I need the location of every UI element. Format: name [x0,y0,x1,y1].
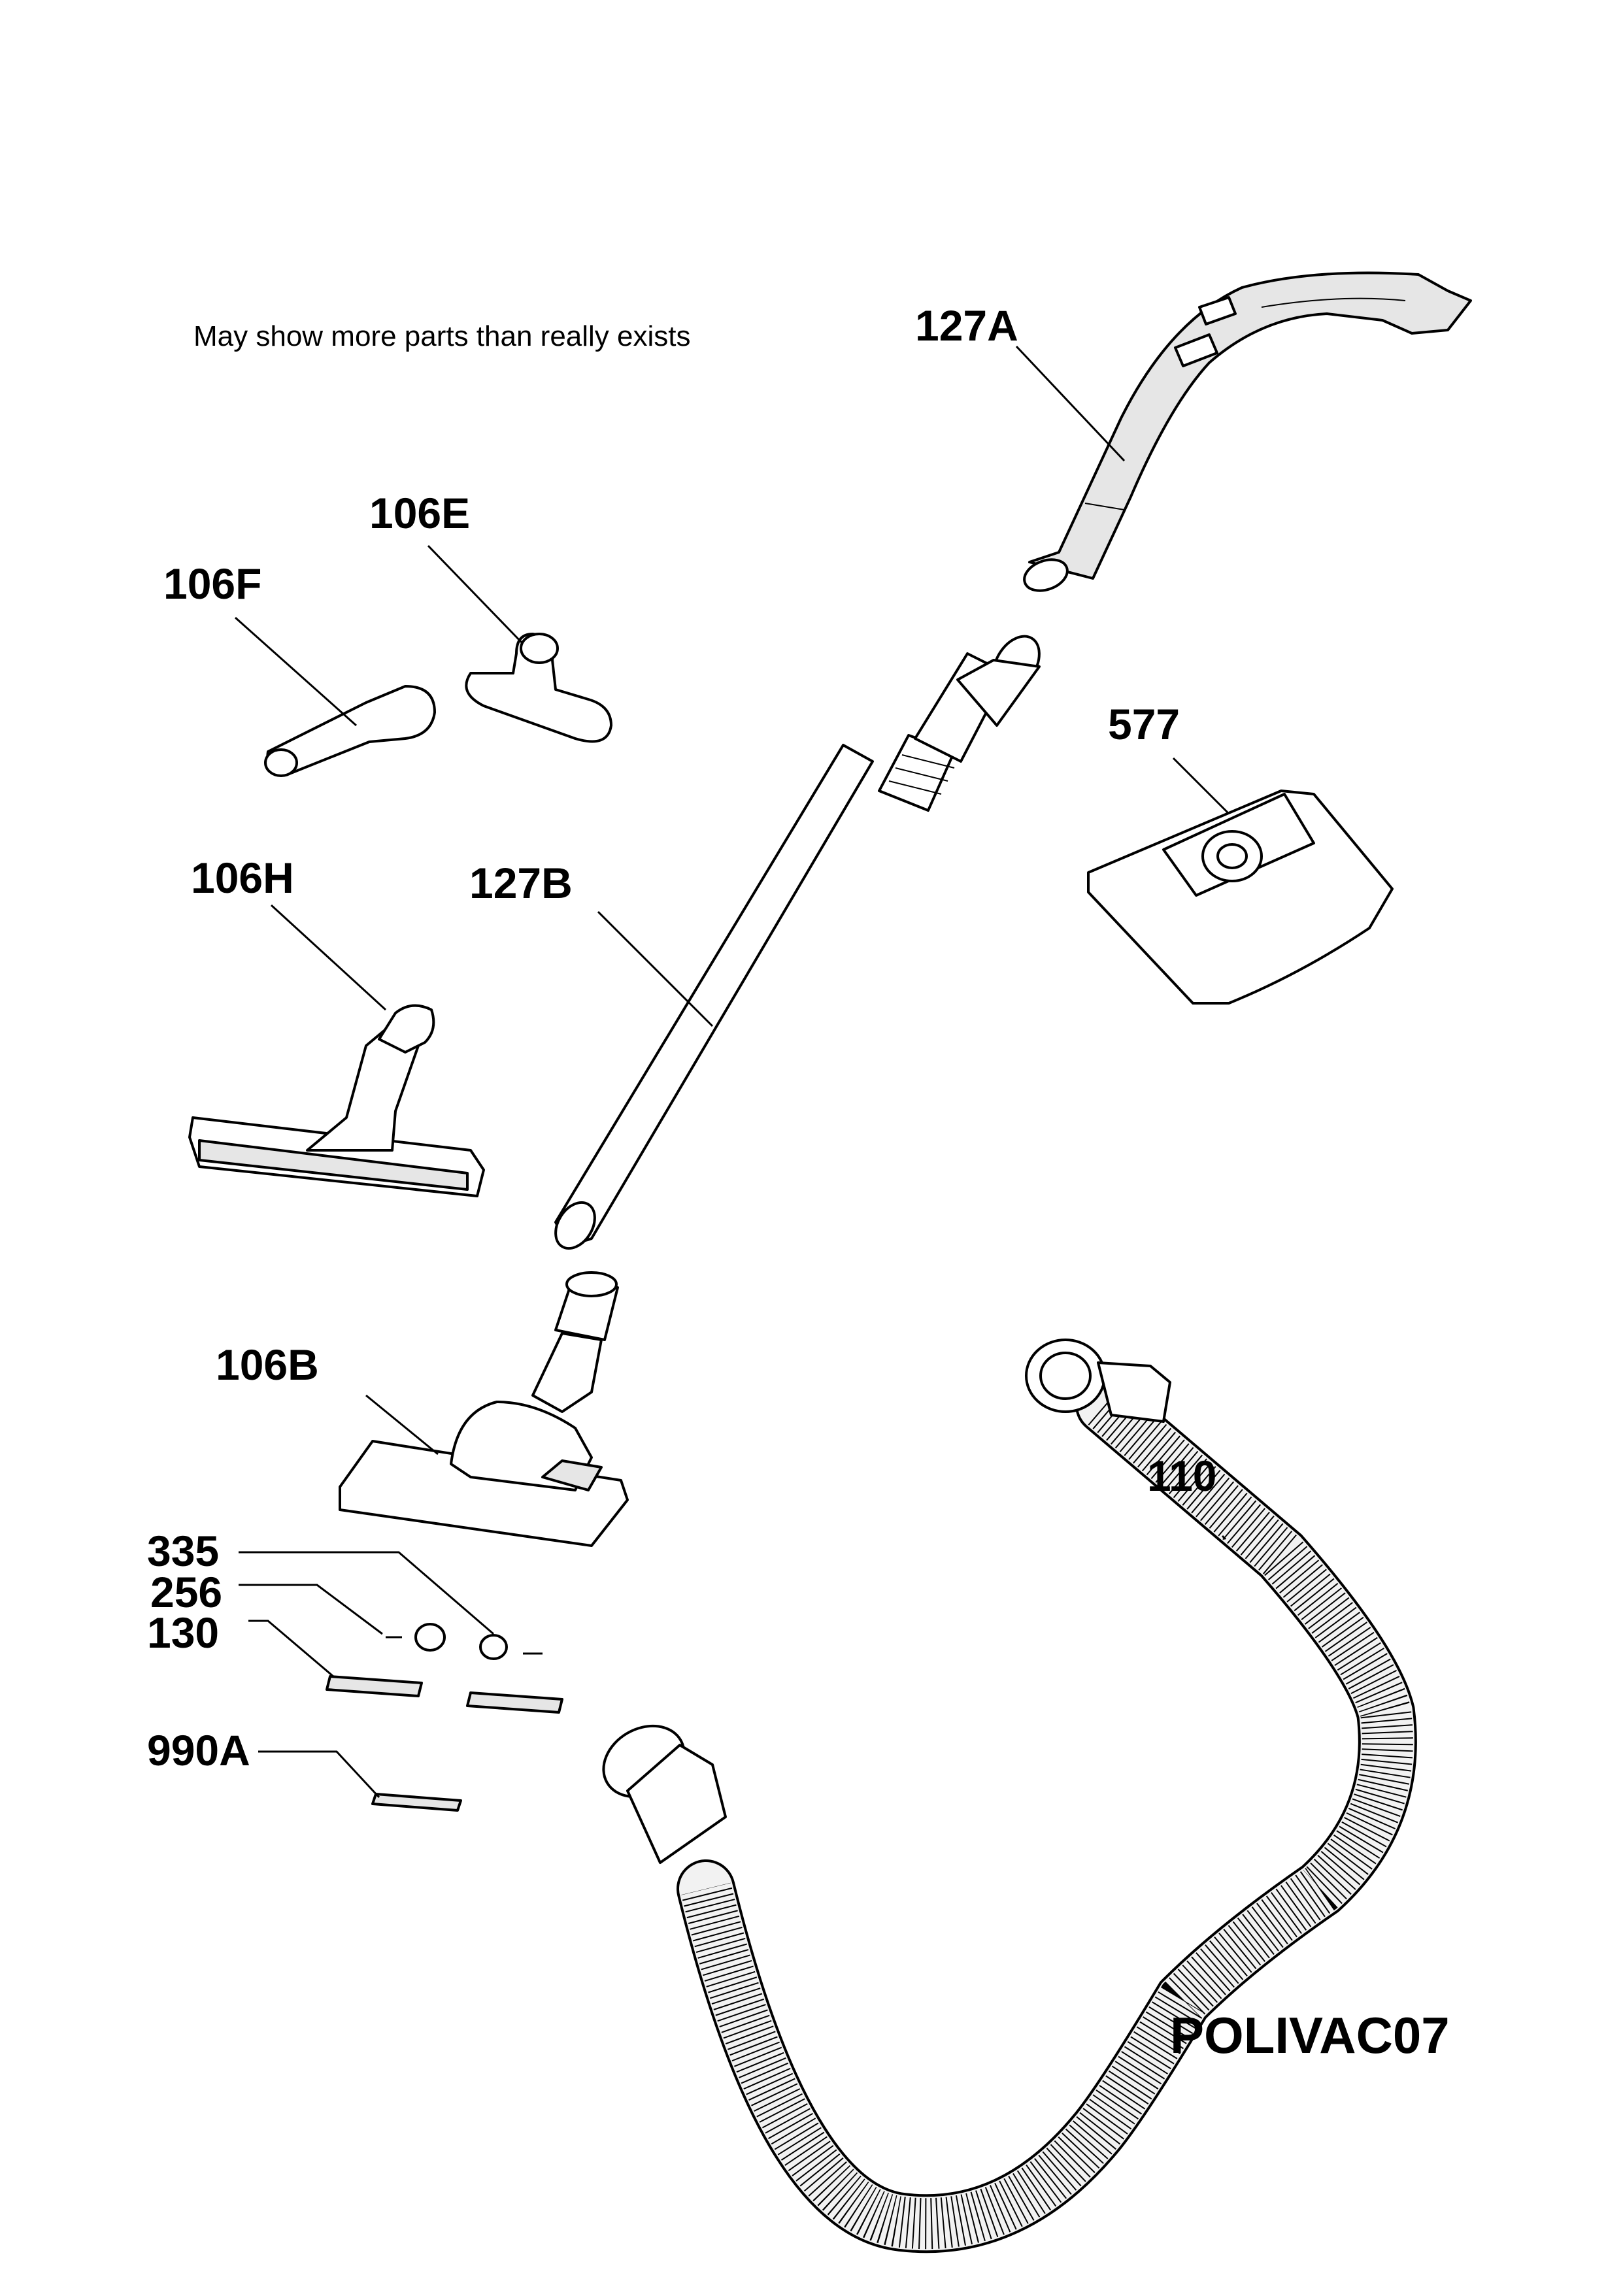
label-990A: 990A [147,1726,250,1774]
label-127A: 127A [915,301,1018,350]
telescopic-tube-drawing [554,635,1041,1250]
diagram-code: POLIVAC07 [1170,2006,1450,2064]
upholstery-nozzle-drawing [465,633,612,743]
leader-335 [239,1551,494,1635]
label-106F: 106F [163,559,262,608]
leader-106E [427,544,524,645]
part-256-drawing [414,1623,446,1652]
label-110: 110 [1147,1452,1217,1500]
label-106E: 106E [369,489,471,537]
label-106B: 106B [216,1340,319,1389]
label-335: 335 [147,1527,220,1575]
label-577: 577 [1108,700,1180,748]
label-130: 130 [147,1608,220,1657]
leader-110 [1221,1535,1227,1540]
leader-990A [258,1750,380,1799]
floor-nozzle-drawing [339,1271,629,1547]
part-130-drawing [326,1675,423,1697]
leader-127A [1015,345,1126,462]
crevice-tool-drawing [264,685,436,777]
leader-256 [239,1584,383,1635]
leader-106B [365,1394,439,1456]
part-990A-drawing [371,1793,462,1812]
leader-127B [597,910,714,1027]
handle-drawing [1023,271,1472,592]
leader-577 [1172,757,1230,815]
disclaimer-note: May show more parts than really exists [193,320,691,352]
label-127B: 127B [469,859,573,907]
leader-106F [235,616,357,727]
part-335-drawing [479,1634,508,1660]
hose-drawing [602,1339,1417,2254]
leader-130 [248,1620,334,1678]
leader-106H [270,904,387,1011]
label-256: 256 [150,1568,223,1616]
parquet-nozzle-drawing [188,1004,485,1197]
small-parts-drawing [326,1623,563,1812]
dust-bag-drawing [1087,790,1394,1005]
label-106H: 106H [191,854,294,902]
